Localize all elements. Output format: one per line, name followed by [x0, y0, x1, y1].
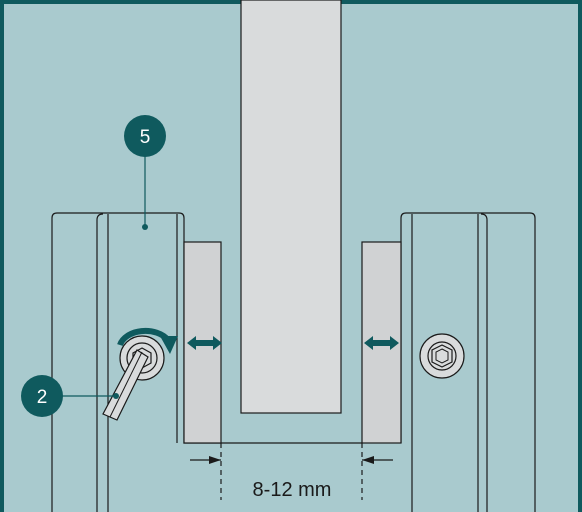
right-bracket	[400, 212, 536, 512]
callout-number: 2	[37, 387, 48, 408]
callout-2: 2	[21, 375, 119, 417]
left-bracket	[51, 212, 362, 512]
callout-5: 5	[124, 115, 166, 230]
double-arrow-icon	[187, 336, 222, 350]
callout-number: 5	[140, 127, 151, 148]
hex-key-icon	[102, 349, 149, 421]
double-arrow-icon	[364, 336, 399, 350]
rotate-clockwise-arrow-icon	[117, 327, 178, 354]
dimension-label: 8-12 mm	[253, 479, 332, 501]
gap-dimension	[190, 443, 393, 500]
hex-socket-bolt-icon	[419, 333, 465, 379]
center-blade	[240, 0, 342, 414]
